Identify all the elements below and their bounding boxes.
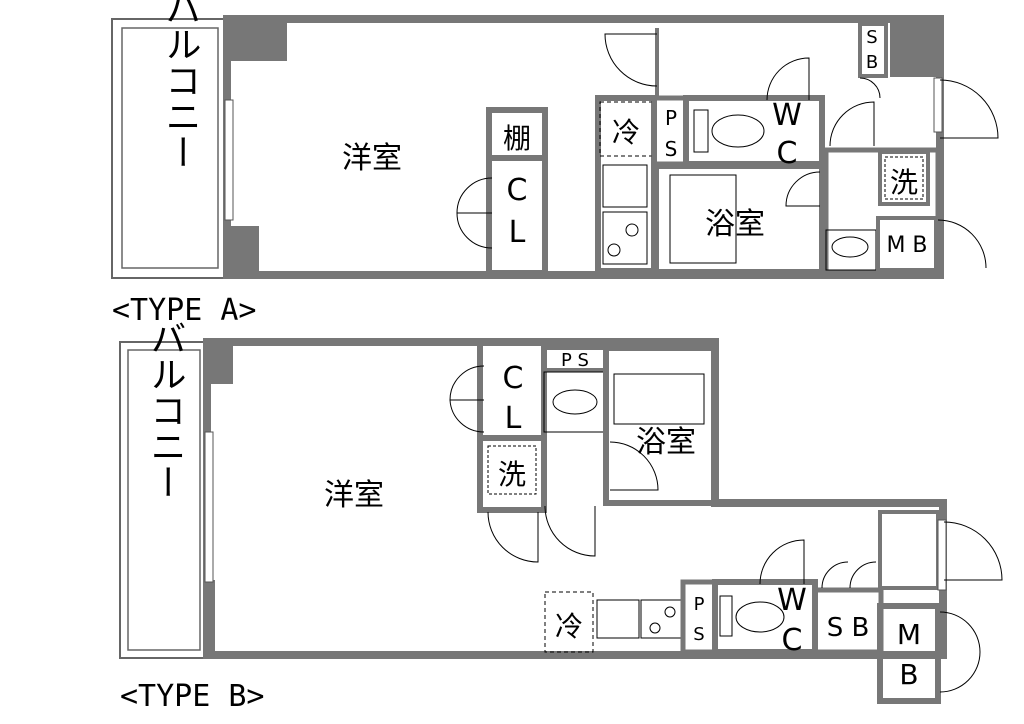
closet-label-b-1: C — [503, 361, 524, 396]
bath-label-b: 浴室 — [636, 425, 696, 460]
plan-type-b: バルコニー 洋室 C L P S 浴室 洗 冷 P S W C S B M B … — [119, 320, 1003, 714]
sb-label-a-1: S — [866, 27, 877, 48]
balcony-label-b: バルコニー — [145, 320, 186, 500]
closet-label-a-1: C — [507, 173, 528, 208]
shelf-label-a: 棚 — [503, 122, 531, 155]
wc-label-b-1: W — [777, 583, 807, 618]
bath-label-a: 浴室 — [705, 207, 765, 242]
ps-label-b-top: P S — [561, 350, 589, 371]
washer-label-a: 洗 — [890, 166, 918, 199]
fridge-label-a: 冷 — [612, 116, 640, 149]
outer-wall-b — [203, 338, 947, 659]
plan-type-a: バルコニー 洋室 棚 C L 冷 P S W C 浴室 洗 M B S B <T… — [111, 0, 999, 328]
washer-label-b: 洗 — [498, 458, 526, 491]
caption-type-b: <TYPE B> — [120, 679, 265, 714]
closet-label-b-2: L — [505, 401, 522, 436]
wc-label-a-2: C — [777, 136, 798, 171]
mb-label-a: M B — [886, 233, 927, 258]
mb-label-b-1: M — [897, 618, 921, 651]
caption-type-a: <TYPE A> — [112, 293, 257, 328]
sb-label-b: S B — [827, 613, 870, 643]
room-label-a: 洋室 — [342, 141, 402, 176]
closet-label-a-2: L — [509, 215, 526, 250]
mb-label-b-2: B — [899, 658, 918, 691]
wc-label-a-1: W — [772, 98, 802, 133]
sb-label-a-2: B — [866, 52, 878, 73]
room-label-b: 洋室 — [324, 478, 384, 513]
ps-label-b-2: S — [693, 624, 704, 645]
ps-label-b-1: P — [694, 594, 705, 615]
fridge-label-b: 冷 — [555, 610, 583, 643]
ps-label-a-2: S — [665, 137, 678, 161]
ps-label-a-1: P — [665, 106, 677, 130]
balcony-label-a: バルコニー — [160, 0, 201, 170]
outer-wall-a — [223, 15, 944, 279]
wc-label-b-2: C — [782, 623, 803, 658]
